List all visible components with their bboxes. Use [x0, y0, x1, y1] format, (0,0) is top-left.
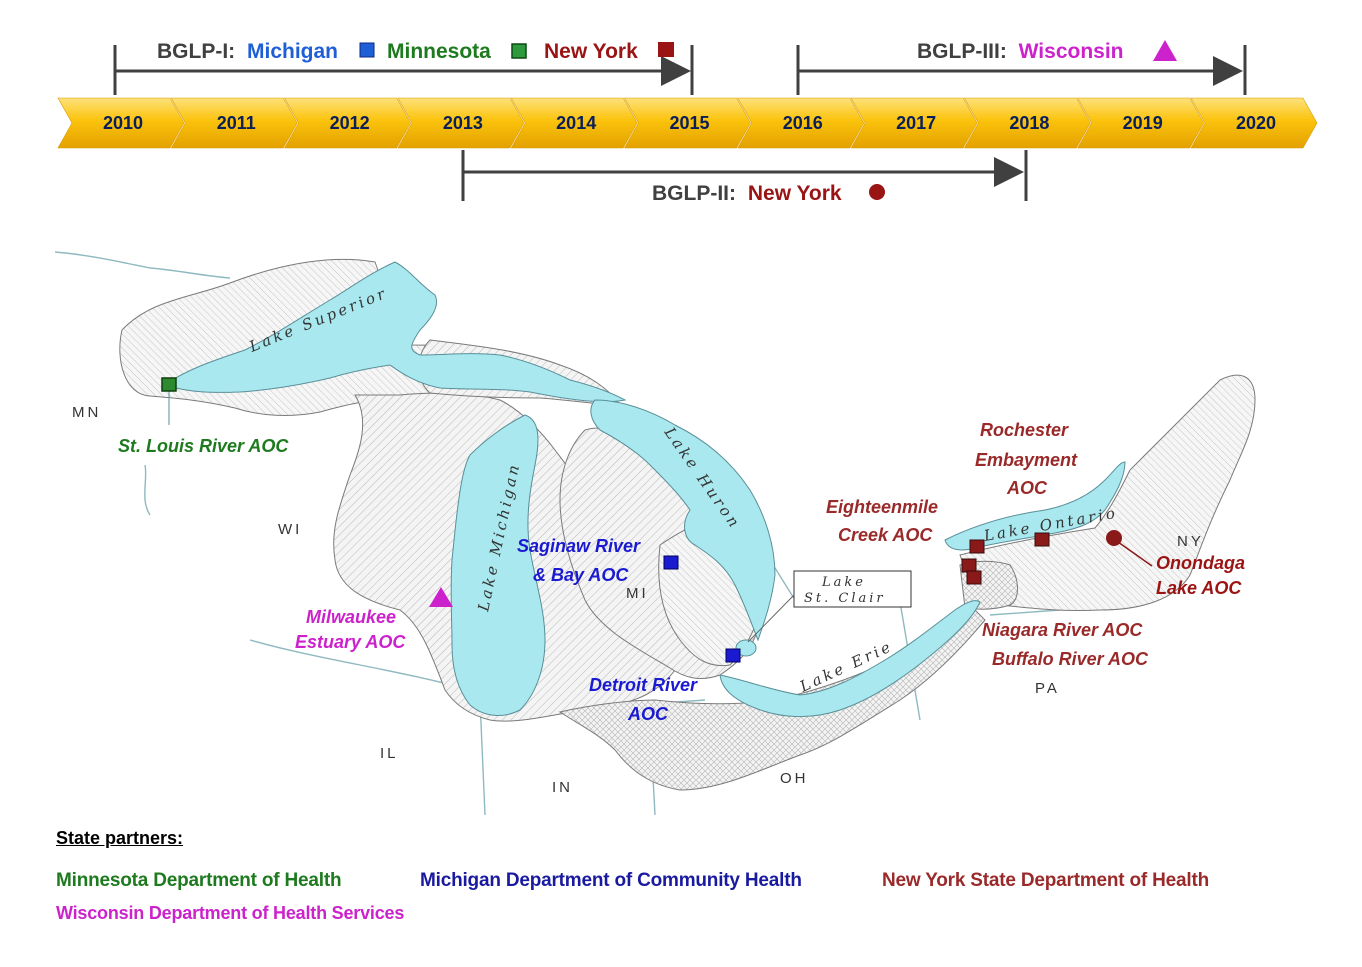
square-icon [161, 377, 177, 392]
year-label-2011: 2011 [217, 113, 256, 133]
square-icon [511, 43, 527, 59]
phase1-label: BGLP-I: Michigan [157, 40, 338, 63]
aoc-label-rochester-3: AOC [1006, 478, 1048, 498]
square-icon [663, 555, 679, 570]
year-chevron-2011 [170, 97, 298, 149]
partner-michigan: Michigan Department of Community Health [420, 870, 802, 891]
year-label-2013: 2013 [443, 113, 483, 133]
year-label-2012: 2012 [330, 113, 370, 133]
year-label-2010: 2010 [103, 113, 143, 133]
partners-title: State partners: [56, 828, 184, 848]
st-clair-callout [793, 570, 912, 608]
state-label-pa: PA [1035, 680, 1060, 697]
land-erie-basin [558, 609, 986, 791]
lake-superior [163, 261, 627, 403]
aoc-label-buffalo: Buffalo River AOC [992, 649, 1149, 669]
phase3-state-wisconsin: Wisconsin [1019, 40, 1124, 63]
partner-newyork: New York State Department of Health [882, 870, 1209, 891]
phase2-label: BGLP-II: New York [652, 182, 842, 205]
state-label-mi: MI [626, 585, 649, 602]
triangle-icon [429, 587, 453, 607]
phase1-state-michigan: Michigan [247, 40, 338, 63]
square-icon [1034, 532, 1050, 547]
lake-st-clair [735, 639, 757, 657]
phase1-state-newyork: New York [544, 40, 638, 63]
aoc-label-eighteenmile-2: Creek AOC [838, 525, 933, 545]
land-ontario-basin [959, 374, 1256, 612]
year-label-2015: 2015 [669, 113, 709, 133]
phase2-state-newyork: New York [748, 182, 842, 205]
phase2-bracket [461, 150, 1028, 201]
phase2-prefix: BGLP-II: [652, 182, 736, 205]
label-st-clair-2: St. Clair [804, 591, 886, 606]
year-chevron-2014 [510, 97, 638, 149]
year-chevron-2018 [963, 97, 1091, 149]
aoc-label-milwaukee-1: Milwaukee [306, 607, 396, 627]
aoc-label-rochester-2: Embayment [975, 450, 1078, 470]
year-chevron-2010 [57, 97, 185, 149]
aoc-labels: St. Louis River AOC Milwaukee Estuary AO… [118, 420, 1245, 724]
great-lakes-map: Lake Superior Lake Michigan Lake Huron L… [54, 251, 1256, 816]
lake-michigan [450, 414, 546, 716]
st-clair-leader [747, 594, 795, 643]
year-chevron-2017 [850, 97, 978, 149]
aoc-label-onondaga-1: Onondaga [1156, 553, 1245, 573]
aoc-markers [161, 377, 1153, 663]
circle-icon [869, 184, 885, 200]
triangle-icon [1153, 40, 1177, 61]
year-label-2020: 2020 [1236, 113, 1276, 133]
aoc-label-niagara: Niagara River AOC [982, 620, 1143, 640]
square-icon [969, 539, 985, 554]
phase3-prefix: BGLP-III: [917, 40, 1007, 63]
lake-erie [719, 600, 981, 717]
year-label-2017: 2017 [896, 113, 936, 133]
year-chevron-2020 [1190, 97, 1318, 149]
aoc-label-detroit-1: Detroit River [589, 675, 698, 695]
lake-huron [590, 399, 776, 642]
aoc-label-rochester-1: Rochester [980, 420, 1069, 440]
state-label-in: IN [552, 779, 573, 796]
year-chevron-2019 [1077, 97, 1205, 149]
phase3-bracket [796, 45, 1247, 95]
state-label-oh: OH [780, 770, 809, 787]
timeline: 2010 2011 2012 2013 2014 2015 2016 2017 2018 2019… [57, 40, 1318, 205]
partner-wisconsin: Wisconsin Department of Health Services [56, 903, 405, 923]
phase1-prefix: BGLP-I: [157, 40, 235, 63]
phase1-bracket [113, 45, 694, 95]
partner-minnesota: Minnesota Department of Health [56, 870, 342, 891]
year-chevron-2016 [737, 97, 865, 149]
aoc-label-milwaukee-2: Estuary AOC [295, 632, 406, 652]
square-icon [658, 42, 674, 57]
square-icon [961, 558, 977, 573]
aoc-label-detroit-2: AOC [627, 704, 669, 724]
phase3-label: BGLP-III: Wisconsin [917, 40, 1124, 63]
state-label-ny: NY [1177, 533, 1204, 550]
aoc-label-eighteenmile-1: Eighteenmile [826, 497, 938, 517]
aoc-label-saginaw-1: Saginaw River [517, 536, 641, 556]
square-icon [359, 42, 375, 58]
square-icon [725, 648, 741, 663]
year-chevron-2015 [623, 97, 751, 149]
state-label-il: IL [380, 745, 399, 762]
year-label-2014: 2014 [556, 113, 596, 133]
year-chevron-2013 [397, 97, 525, 149]
aoc-label-st-louis: St. Louis River AOC [118, 436, 289, 456]
state-label-mn: MN [72, 404, 101, 421]
year-chevrons: 2010 2011 2012 2013 2014 2015 2016 2017 2018 2019… [57, 97, 1318, 149]
year-chevron-2012 [284, 97, 411, 149]
year-label-2016: 2016 [783, 113, 823, 133]
year-label-2018: 2018 [1009, 113, 1049, 133]
phase1-state-minnesota: Minnesota [387, 40, 491, 63]
aoc-label-saginaw-2: & Bay AOC [533, 565, 629, 585]
aoc-label-onondaga-2: Lake AOC [1156, 578, 1242, 598]
square-icon [966, 570, 982, 585]
label-st-clair-1: Lake [821, 575, 866, 590]
lake-ontario [944, 461, 1126, 551]
state-partners: State partners: Minnesota Department of … [56, 828, 1306, 928]
year-label-2019: 2019 [1123, 113, 1163, 133]
state-label-wi: WI [278, 521, 302, 538]
lakes [163, 261, 1126, 717]
